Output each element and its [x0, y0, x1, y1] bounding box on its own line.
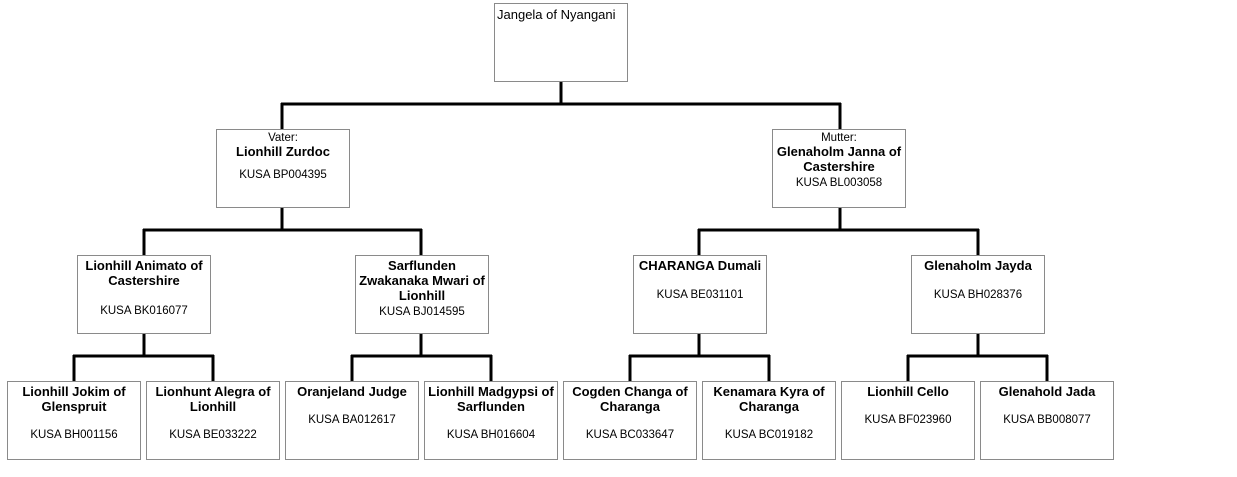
great-grandparent-registration: KUSA BB008077: [1003, 414, 1091, 426]
great-grandparent-name: Lionhunt Alegra of Lionhill: [155, 384, 271, 414]
great-grandparent-registration: KUSA BH016604: [446, 429, 536, 441]
pedigree-root: Jangela of Nyangani: [494, 3, 628, 82]
grandparent-registration: KUSA BE031101: [656, 289, 744, 301]
great-grandparent-node: Lionhill Cello KUSA BF023960: [841, 381, 975, 460]
great-grandparent-registration: KUSA BF023960: [864, 414, 952, 426]
great-grandparent-registration: KUSA BA012617: [308, 414, 396, 426]
sire-node: Vater: Lionhill Zurdoc KUSA BP004395: [216, 129, 350, 208]
great-grandparent-node: Lionhill Jokim of Glenspruit KUSA BH0011…: [7, 381, 141, 460]
great-grandparent-name: Kenamara Kyra of Charanga: [713, 384, 825, 414]
great-grandparent-node: Glenahold Jada KUSA BB008077: [980, 381, 1114, 460]
great-grandparent-node: Oranjeland Judge KUSA BA012617: [285, 381, 419, 460]
grandparent-registration: KUSA BK016077: [100, 305, 188, 317]
grandparent-name: Glenaholm Jayda: [924, 258, 1032, 273]
grandparent-name: Lionhill Animato of Castershire: [85, 258, 203, 288]
great-grandparent-name: Glenahold Jada: [998, 384, 1096, 399]
great-grandparent-registration: KUSA BC019182: [724, 429, 814, 441]
root-name: Jangela of Nyangani: [497, 7, 616, 22]
grandparent-name: CHARANGA Dumali: [638, 258, 762, 273]
great-grandparent-node: Lionhill Madgypsi of Sarflunden KUSA BH0…: [424, 381, 558, 460]
great-grandparent-name: Oranjeland Judge: [297, 384, 407, 399]
great-grandparent-node: Lionhunt Alegra of Lionhill KUSA BE03322…: [146, 381, 280, 460]
great-grandparent-node: Cogden Changa of Charanga KUSA BC033647: [563, 381, 697, 460]
great-grandparent-registration: KUSA BE033222: [169, 429, 257, 441]
great-grandparent-registration: KUSA BC033647: [585, 429, 675, 441]
grandparent-name: Sarflunden Zwakanaka Mwari of Lionhill: [359, 258, 485, 303]
grandparent-node: Sarflunden Zwakanaka Mwari of Lionhill K…: [355, 255, 489, 334]
great-grandparent-node: Kenamara Kyra of Charanga KUSA BC019182: [702, 381, 836, 460]
grandparent-node: Glenaholm Jayda KUSA BH028376: [911, 255, 1045, 334]
sire-role-label: Vater:: [268, 132, 298, 144]
sire-name: Lionhill Zurdoc: [236, 144, 330, 159]
grandparent-registration: KUSA BJ014595: [379, 306, 465, 318]
sire-registration: KUSA BP004395: [239, 169, 327, 181]
dam-role-label: Mutter:: [821, 132, 857, 144]
great-grandparent-name: Lionhill Jokim of Glenspruit: [22, 384, 126, 414]
dam-name: Glenaholm Janna of Castershire: [776, 144, 902, 174]
great-grandparent-name: Lionhill Madgypsi of Sarflunden: [428, 384, 554, 414]
grandparent-node: CHARANGA Dumali KUSA BE031101: [633, 255, 767, 334]
great-grandparent-registration: KUSA BH001156: [30, 429, 118, 441]
grandparent-node: Lionhill Animato of Castershire KUSA BK0…: [77, 255, 211, 334]
great-grandparent-name: Lionhill Cello: [867, 384, 949, 399]
great-grandparent-name: Cogden Changa of Charanga: [572, 384, 688, 414]
dam-node: Mutter: Glenaholm Janna of Castershire K…: [772, 129, 906, 208]
dam-registration: KUSA BL003058: [795, 177, 883, 189]
grandparent-registration: KUSA BH028376: [933, 289, 1023, 301]
